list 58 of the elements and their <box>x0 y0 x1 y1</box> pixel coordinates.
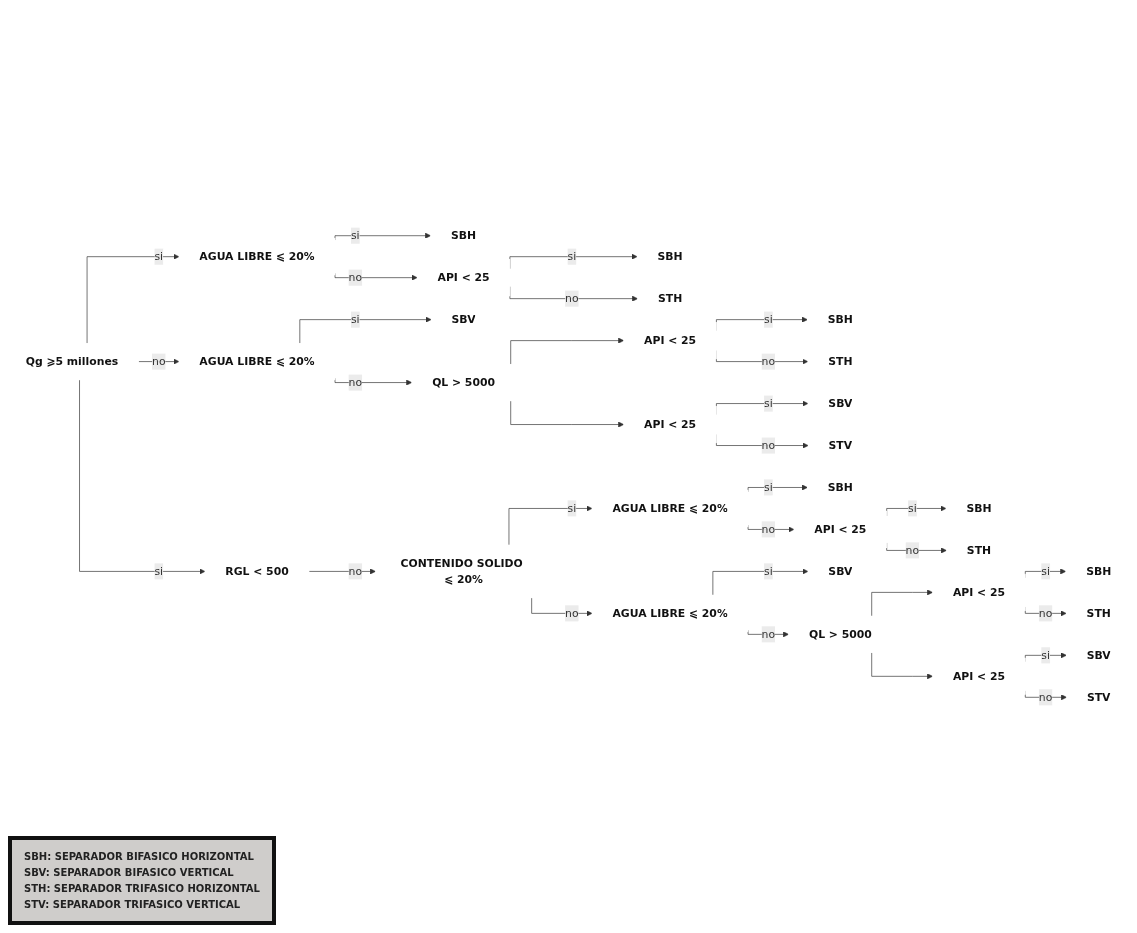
edge-label: no <box>152 354 166 368</box>
legend-text: SBH: SEPARADOR BIFASICO HORIZONTAL <box>24 851 255 862</box>
node-text: QL > 5000 <box>432 375 495 389</box>
legend-text: STV: SEPARADOR TRIFASICO VERTICAL <box>24 899 242 910</box>
edge-label: si <box>154 564 164 578</box>
edge-label: no <box>905 543 920 557</box>
edge-label: no <box>761 354 776 368</box>
edge-label: si <box>350 312 360 326</box>
node-text: SBV <box>828 396 853 410</box>
edge-label: no <box>1038 690 1053 704</box>
node-text: Qg ⩾5 millones <box>25 354 119 368</box>
edge-label: no <box>1038 606 1053 620</box>
edge-label: no <box>348 564 363 578</box>
node-text: STH <box>657 291 683 305</box>
node-text: API < 25 <box>952 585 1005 599</box>
edge-label: no <box>761 522 776 536</box>
edge-label: no <box>565 291 579 305</box>
node-text: AGUA LIBRE ⩽ 20% <box>199 249 315 263</box>
edge-label: si <box>567 249 577 263</box>
edge-label: si <box>350 228 360 242</box>
node-text: API < 25 <box>952 669 1005 683</box>
node-text: STH <box>966 543 992 557</box>
node-text: STH <box>828 354 853 368</box>
edge-label: no <box>565 606 579 620</box>
node-text: SBH <box>451 228 477 242</box>
edge-label: no <box>348 270 363 284</box>
node-text: STV <box>828 438 853 452</box>
node-text: SBH <box>657 249 683 263</box>
node-text: SBH <box>827 312 853 326</box>
node-text: AGUA LIBRE ⩽ 20% <box>199 354 315 368</box>
edge-label: si <box>154 249 164 263</box>
edge-label: si <box>1041 648 1050 662</box>
edge-label: no <box>761 438 776 452</box>
edge-label: si <box>764 396 773 410</box>
legend-text: SBV: SEPARADOR BIFASICO VERTICAL <box>24 867 235 878</box>
legend-text: STH: SEPARADOR TRIFASICO HORIZONTAL <box>24 883 260 894</box>
node-text: CONTENIDO SOLIDO ⩽ 20% <box>400 556 523 586</box>
node-text: AGUA LIBRE ⩽ 20% <box>612 606 728 620</box>
edge-label: si <box>764 312 773 326</box>
node-text: STV <box>1086 690 1111 704</box>
edge-label: si <box>764 480 773 494</box>
node-text: SBV <box>828 564 853 578</box>
node-text: SBH <box>827 480 853 494</box>
node-text: RGL < 500 <box>225 564 289 578</box>
edge-label: si <box>764 564 773 578</box>
node-text: API < 25 <box>814 522 867 536</box>
node-text: SBH <box>1086 564 1112 578</box>
edge-label: si <box>908 501 917 515</box>
edge-label: no <box>761 627 776 641</box>
node-text: SBH <box>966 501 992 515</box>
node-text: QL > 5000 <box>808 627 872 641</box>
edge-label: si <box>567 501 577 515</box>
edge-label: no <box>348 375 363 389</box>
edge-label: si <box>1041 564 1050 578</box>
node-text: AGUA LIBRE ⩽ 20% <box>612 501 728 515</box>
node-text: SBV <box>451 312 476 326</box>
node-text: SBV <box>1086 648 1111 662</box>
node-text: STH <box>1086 606 1111 620</box>
